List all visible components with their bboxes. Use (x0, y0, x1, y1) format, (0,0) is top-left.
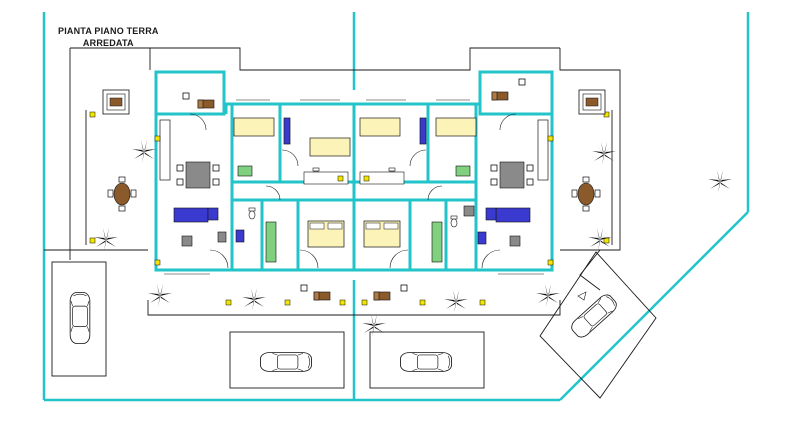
plan-title: PIANTA PIANO TERRA ARREDATA (58, 25, 159, 49)
light-marker (89, 111, 610, 306)
terrace-outline (44, 47, 621, 316)
door-swings (189, 113, 517, 269)
plan-title-line2: ARREDATA (82, 38, 134, 48)
parking-marker (577, 291, 587, 301)
site-boundary (42, 12, 750, 402)
building-walls (154, 70, 554, 272)
window-markers (164, 99, 544, 275)
sofa-icon (173, 207, 531, 245)
table-icon (176, 161, 534, 247)
kitchen-counters (159, 117, 549, 181)
toilet-icon (237, 165, 471, 263)
plan-title-line1: PIANTA PIANO TERRA (58, 26, 159, 36)
parking-area (51, 251, 657, 399)
